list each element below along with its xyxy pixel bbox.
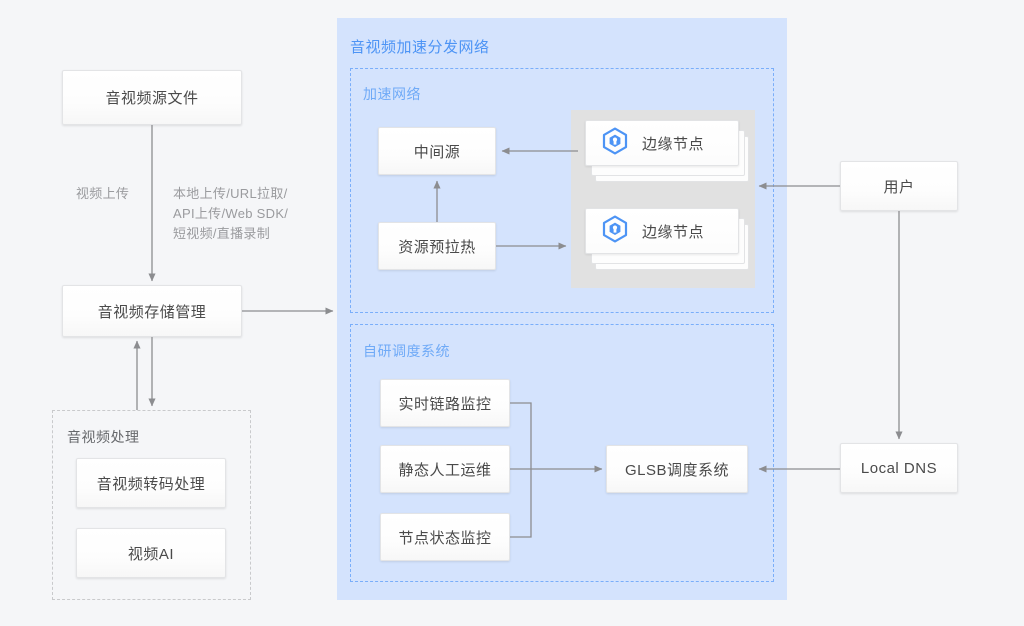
user-box[interactable]: 用户 bbox=[840, 161, 958, 211]
video-ai-box[interactable]: 视频AI bbox=[76, 528, 226, 578]
hexagon-node-icon bbox=[602, 127, 628, 160]
edge-node-card-1-front[interactable]: 边缘节点 bbox=[585, 120, 739, 166]
edge-node-card-2-front[interactable]: 边缘节点 bbox=[585, 208, 739, 254]
monitor-box-realtime-link[interactable]: 实时链路监控 bbox=[380, 379, 510, 427]
edge-node-card-1[interactable]: 边缘节点 bbox=[585, 120, 755, 182]
edge-node-card-2[interactable]: 边缘节点 bbox=[585, 208, 755, 270]
monitor-box-static-ops[interactable]: 静态人工运维 bbox=[380, 445, 510, 493]
prewarm-box[interactable]: 资源预拉热 bbox=[378, 222, 496, 270]
glsb-box[interactable]: GLSB调度系统 bbox=[606, 445, 748, 493]
mid-source-box[interactable]: 中间源 bbox=[378, 127, 496, 175]
schedule-system-group bbox=[350, 324, 774, 582]
upload-caption-left: 视频上传 bbox=[76, 186, 130, 201]
storage-box[interactable]: 音视频存储管理 bbox=[62, 285, 242, 337]
hexagon-node-icon bbox=[602, 215, 628, 248]
source-file-box[interactable]: 音视频源文件 bbox=[62, 70, 242, 125]
transcode-box[interactable]: 音视频转码处理 bbox=[76, 458, 226, 508]
local-dns-box[interactable]: Local DNS bbox=[840, 443, 958, 493]
edge-node-card-1-label: 边缘节点 bbox=[642, 135, 705, 153]
processing-group bbox=[52, 410, 251, 600]
upload-caption-right: 本地上传/URL拉取/ API上传/Web SDK/ 短视频/直播录制 bbox=[173, 186, 289, 241]
monitor-box-node-status[interactable]: 节点状态监控 bbox=[380, 513, 510, 561]
schedule-system-title: 自研调度系统 bbox=[363, 343, 450, 359]
network-panel-title: 音视频加速分发网络 bbox=[350, 39, 490, 56]
edge-node-card-2-label: 边缘节点 bbox=[642, 223, 705, 241]
accel-network-title: 加速网络 bbox=[363, 86, 421, 102]
accel-network-group bbox=[350, 68, 774, 313]
processing-group-title: 音视频处理 bbox=[67, 429, 140, 445]
